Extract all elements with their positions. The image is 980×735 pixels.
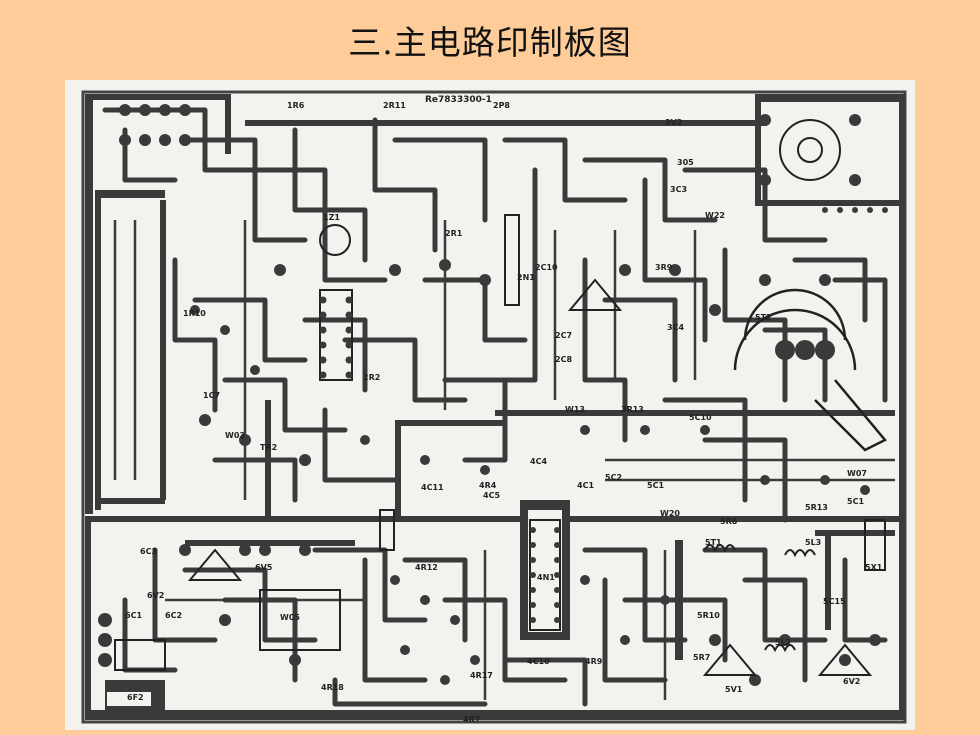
board-label: 2C10 xyxy=(535,263,558,272)
board-label: 6C2 xyxy=(165,611,182,620)
board-label: 5R13 xyxy=(805,503,828,512)
board-label: 2R1 xyxy=(445,229,463,238)
board-label: 5X1 xyxy=(865,563,883,572)
board-part-number: Re7833300-1 xyxy=(425,95,492,105)
board-label: W07 xyxy=(847,469,867,478)
board-label: 4N1 xyxy=(537,573,555,582)
board-label: 5V1 xyxy=(725,685,743,694)
board-label: 3C3 xyxy=(670,185,687,194)
board-label: 4R18 xyxy=(321,683,344,692)
board-label: 5T2 xyxy=(755,313,772,322)
board-label: 5R8 xyxy=(720,517,738,526)
board-label: W22 xyxy=(705,211,725,220)
board-label: 6F2 xyxy=(127,693,144,702)
board-label: 3C4 xyxy=(667,323,684,332)
board-label: 5C1 xyxy=(847,497,864,506)
board-label: 4C10 xyxy=(527,657,550,666)
board-label: 5C10 xyxy=(689,413,712,422)
board-label: 2R11 xyxy=(383,101,406,110)
board-label: 6V2 xyxy=(843,677,860,686)
board-label: 5C15 xyxy=(823,597,846,606)
board-label: 6V2 xyxy=(147,591,164,600)
board-label: 5C2 xyxy=(605,473,622,482)
board-label: 2N1 xyxy=(517,273,535,282)
board-label: 2P8 xyxy=(493,101,510,110)
board-label: 6C3 xyxy=(140,547,157,556)
board-label: 5T1 xyxy=(705,538,722,547)
board-label: 3R9 xyxy=(655,263,673,272)
board-label: 305 xyxy=(677,158,694,167)
board-label: 5C1 xyxy=(647,481,664,490)
board-label: W03 xyxy=(225,431,245,440)
board-label: TR2 xyxy=(260,443,277,452)
board-label: 4R9 xyxy=(585,657,603,666)
board-label: 4C11 xyxy=(421,483,444,492)
board-label: 2C8 xyxy=(555,355,572,364)
board-label: W20 xyxy=(660,509,680,518)
board-label: 1C7 xyxy=(203,391,220,400)
board-label: 4C4 xyxy=(530,457,547,466)
board-label: 5L2 xyxy=(775,638,791,647)
board-label: 1R10 xyxy=(183,309,206,318)
board-label: 4C5 xyxy=(483,491,500,500)
board-label: W13 xyxy=(565,405,585,414)
board-label: 5R7 xyxy=(693,653,710,662)
board-label: 1Z1 xyxy=(323,213,340,222)
board-label: 5L3 xyxy=(805,538,821,547)
board-label: 3R13 xyxy=(621,405,644,414)
board-label: 2R2 xyxy=(363,373,380,382)
board-label: 4R17 xyxy=(470,671,493,680)
board-label: 6C1 xyxy=(125,611,142,620)
board-label: 3V2 xyxy=(665,118,682,127)
board-label: 4C1 xyxy=(577,481,594,490)
board-label: 5R10 xyxy=(697,611,720,620)
board-label: 4R7 xyxy=(463,715,480,724)
board-label: 4R12 xyxy=(415,563,438,572)
board-label: 4R4 xyxy=(479,481,497,490)
board-label: 6V5 xyxy=(255,563,273,572)
slide-title: 三.主电路印制板图 xyxy=(348,23,632,62)
board-label: 2C7 xyxy=(555,331,572,340)
board-label: W05 xyxy=(280,613,300,622)
board-label: 1R6 xyxy=(287,101,305,110)
pcb-layout-image: Re7833300-1 1R6 2R11 2P8 3V2 305 3C3 W22… xyxy=(65,80,915,730)
